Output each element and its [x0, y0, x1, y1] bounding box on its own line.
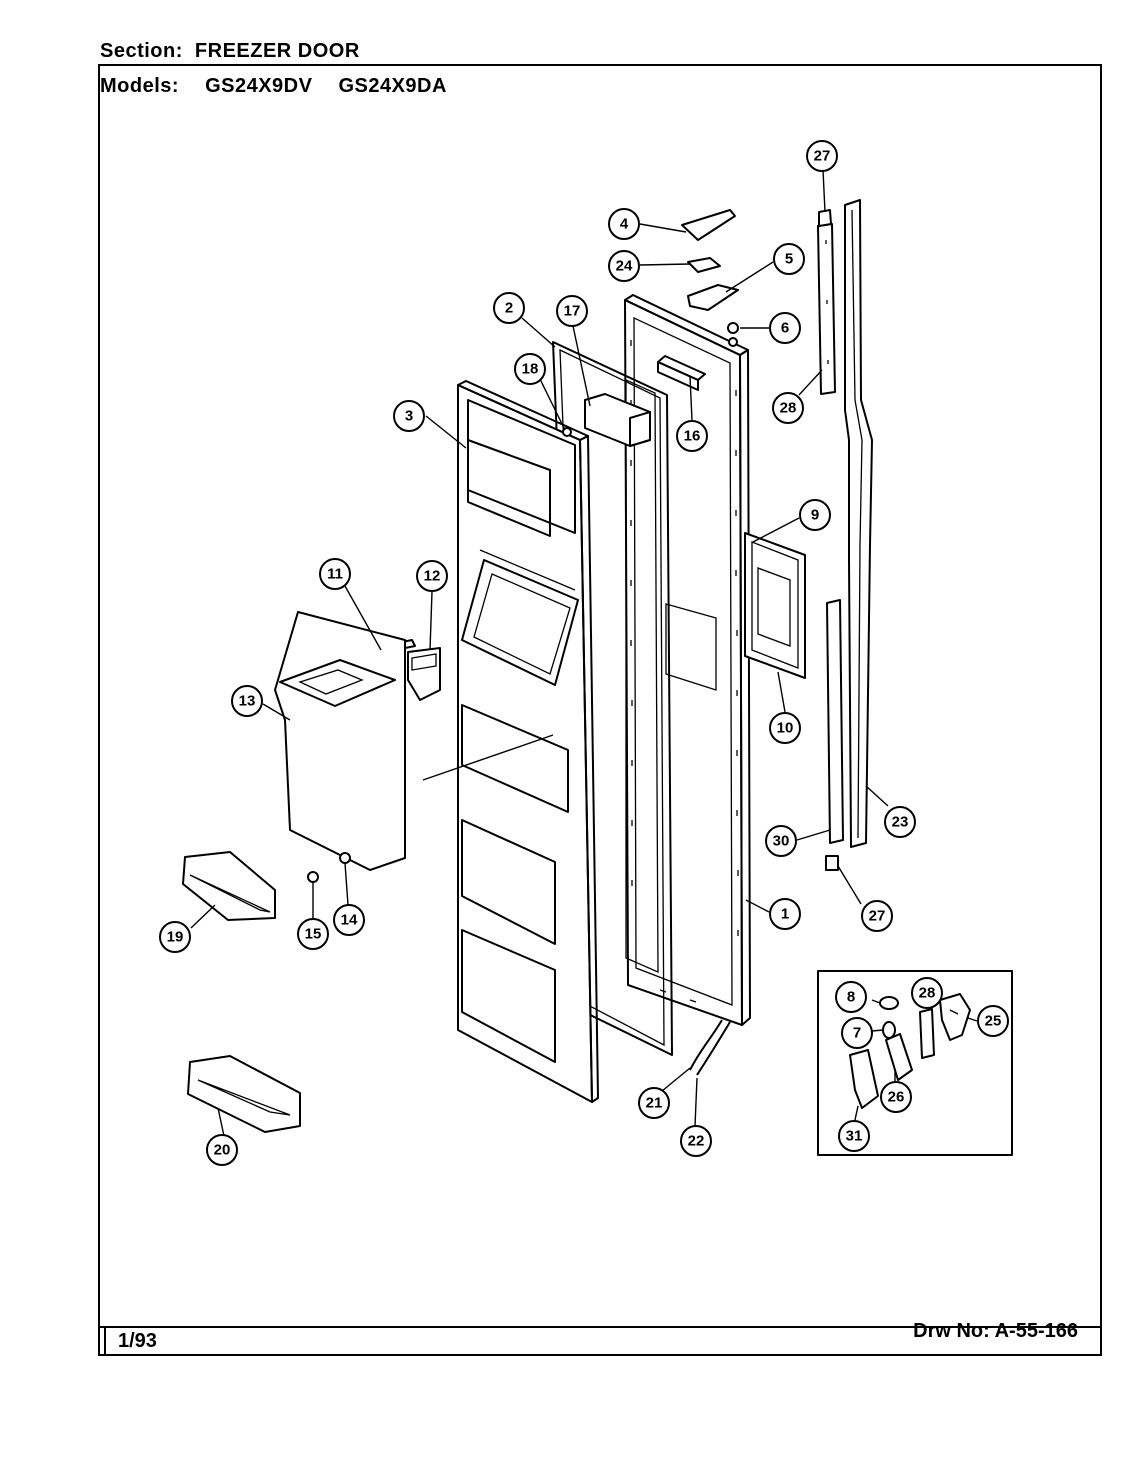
callout-15: 15	[297, 918, 329, 950]
callout-label: 21	[646, 1095, 663, 1112]
callout-label: 27	[869, 908, 886, 925]
callout-label: 1	[781, 906, 789, 923]
model-number-2: GS24X9DA	[338, 75, 447, 97]
callout-label: 28	[919, 985, 936, 1002]
door-shelf-lower	[187, 1055, 301, 1133]
callout-10: 10	[769, 712, 801, 744]
hinge-cover-part	[657, 355, 706, 391]
window-frame	[744, 532, 806, 679]
callout-label: 2	[505, 300, 513, 317]
door-shelf-upper	[182, 851, 276, 921]
outer-door-panel	[624, 294, 751, 1026]
callout-20: 20	[206, 1134, 238, 1166]
callout-label: 14	[341, 912, 358, 929]
callout-2: 2	[493, 292, 525, 324]
callout-label: 3	[405, 408, 413, 425]
callout-21: 21	[638, 1087, 670, 1119]
top-hinge-group	[681, 209, 739, 347]
footer-divider	[98, 1326, 1102, 1328]
callout-19: 19	[159, 921, 191, 953]
models-label: Models:	[100, 75, 180, 97]
callout-label: 30	[773, 833, 790, 850]
callout-label: 16	[684, 428, 701, 445]
callout-label: 5	[785, 251, 793, 268]
callout-1: 1	[769, 898, 801, 930]
callout-4: 4	[608, 208, 640, 240]
callout-27-bottom: 27	[861, 900, 893, 932]
callout-17: 17	[556, 295, 588, 327]
callout-25: 25	[977, 1005, 1009, 1037]
callout-8: 8	[835, 981, 867, 1013]
upper-trim-rail	[817, 209, 836, 395]
callout-label: 17	[564, 303, 581, 320]
callout-18: 18	[514, 353, 546, 385]
callout-30: 30	[765, 825, 797, 857]
door-handle	[844, 199, 873, 848]
callout-label: 6	[781, 320, 789, 337]
callout-bubbles: 27 4 24 5 6 2 17 18 3 16 28 9 11 12 13 1…	[159, 140, 1009, 1166]
drawing-frame	[98, 64, 1102, 1356]
callout-16: 16	[676, 420, 708, 452]
callout-label: 31	[846, 1128, 863, 1145]
callout-label: 4	[620, 216, 629, 233]
callout-label: 23	[892, 814, 909, 831]
section-label: Section:	[100, 40, 183, 62]
models-heading: Models: GS24X9DV GS24X9DA	[100, 75, 447, 98]
drawing-number: Drw No: A-55-166	[913, 1320, 1078, 1342]
callout-13: 13	[231, 685, 263, 717]
callout-label: 19	[167, 929, 184, 946]
callout-7: 7	[841, 1017, 873, 1049]
callout-9: 9	[799, 499, 831, 531]
callout-label: 12	[424, 568, 441, 585]
lower-trim-rail	[825, 599, 844, 871]
callout-label: 10	[777, 720, 794, 737]
callout-5: 5	[773, 243, 805, 275]
callout-label: 22	[688, 1133, 705, 1150]
callout-12: 12	[416, 560, 448, 592]
leader-lines	[190, 169, 978, 1137]
callout-28-inset: 28	[911, 977, 943, 1009]
hinge-inset	[817, 970, 1013, 1156]
date-code: 1/93	[118, 1330, 157, 1352]
callout-label: 8	[847, 989, 855, 1006]
callout-label: 24	[616, 258, 633, 275]
callout-22: 22	[680, 1125, 712, 1157]
callout-label: 25	[985, 1013, 1002, 1030]
dispenser-fasteners	[307, 852, 351, 883]
callout-label: 18	[522, 361, 539, 378]
callout-14: 14	[333, 904, 365, 936]
dispenser-group	[274, 611, 441, 871]
callout-27-top: 27	[806, 140, 838, 172]
callout-label: 15	[305, 926, 322, 943]
callout-11: 11	[319, 558, 351, 590]
inner-door-liner	[422, 380, 599, 1103]
section-value: FREEZER DOOR	[194, 40, 360, 62]
callout-label: 11	[327, 566, 343, 583]
callout-label: 26	[888, 1089, 905, 1106]
callout-label: 20	[214, 1142, 231, 1159]
callout-label: 9	[811, 507, 819, 524]
callout-3: 3	[393, 400, 425, 432]
wire-harness	[689, 1019, 731, 1076]
callout-label: 13	[239, 693, 256, 710]
callout-label: 7	[853, 1025, 861, 1042]
callout-28-rail: 28	[772, 392, 804, 424]
model-number-1: GS24X9DV	[205, 75, 313, 97]
footer-tick	[104, 1326, 106, 1356]
callout-31: 31	[838, 1120, 870, 1152]
callout-24: 24	[608, 250, 640, 282]
callout-6: 6	[769, 312, 801, 344]
section-heading: Section: FREEZER DOOR	[100, 40, 360, 63]
callout-label: 27	[814, 148, 831, 165]
callout-label: 28	[780, 400, 797, 417]
upper-bracket	[562, 393, 651, 447]
callout-26: 26	[880, 1081, 912, 1113]
callout-23: 23	[884, 806, 916, 838]
